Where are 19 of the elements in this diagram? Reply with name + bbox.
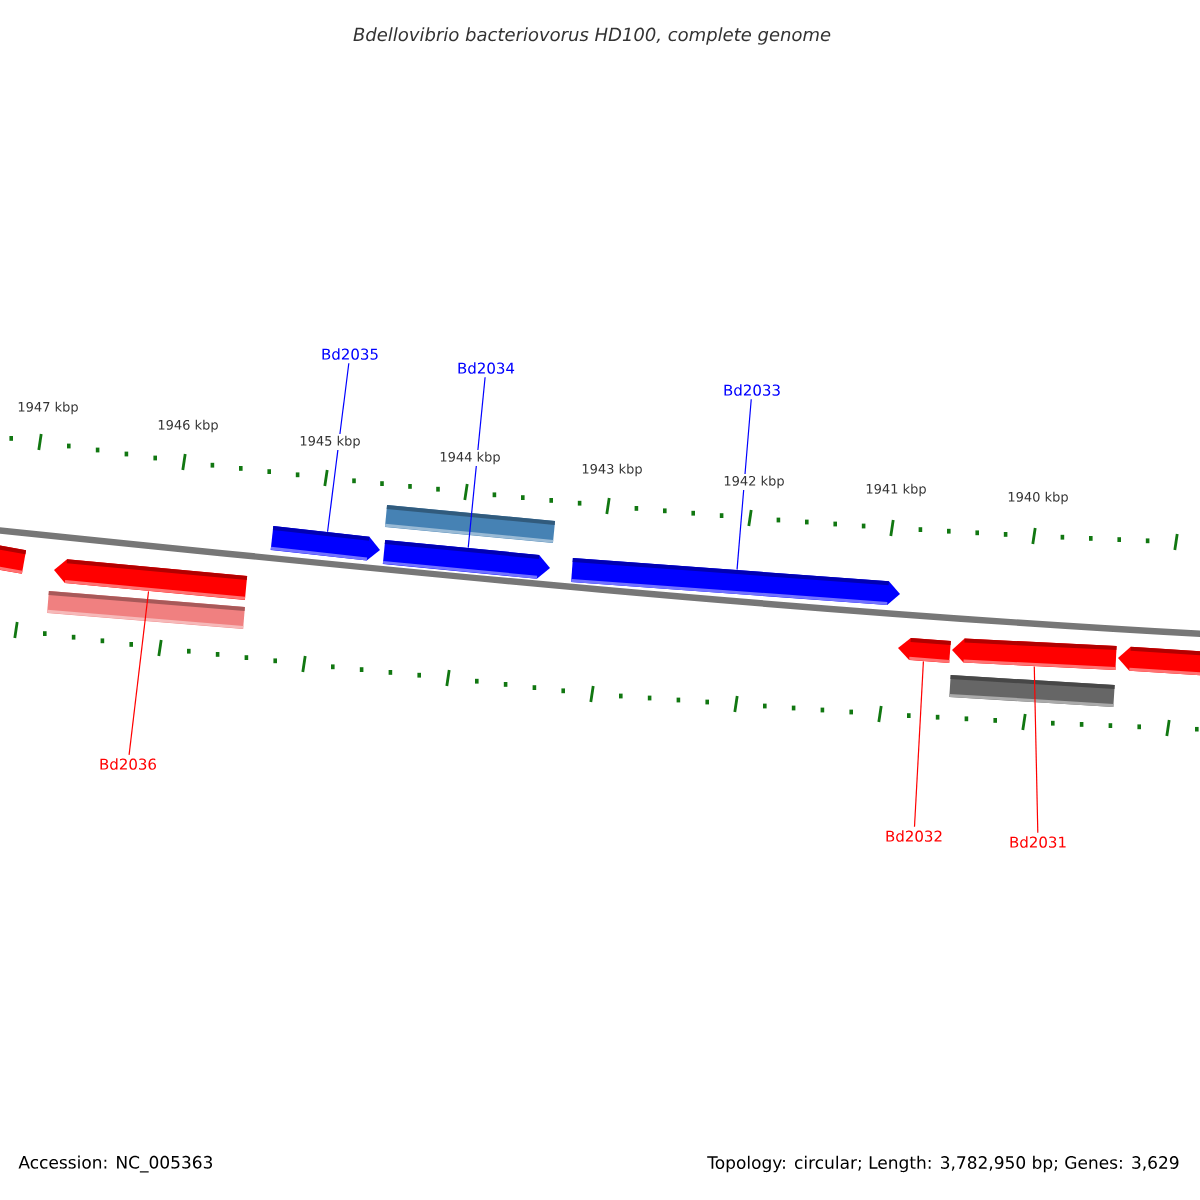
- feature-bar: [949, 675, 1115, 707]
- gene-block: [270, 526, 380, 561]
- leader-line: [326, 362, 350, 533]
- leader-line: [1033, 665, 1039, 834]
- leader-line: [913, 660, 924, 828]
- gene-block: [54, 559, 248, 600]
- gene-block: [898, 637, 951, 663]
- leader-line: [467, 376, 486, 549]
- gene-block: [382, 540, 550, 579]
- accession-text: Accession: NC_005363: [18, 1155, 212, 1173]
- feature-bar: [47, 591, 245, 629]
- title: Bdellovibrio bacteriovorus HD100, complete genome: [353, 27, 831, 45]
- leader-line: [128, 590, 150, 756]
- gene-block: [1118, 646, 1200, 676]
- leader-line: [736, 398, 752, 571]
- gene-block: [571, 558, 900, 606]
- feature-bar: [0, 544, 27, 574]
- feature-bar: [384, 505, 556, 543]
- genome-info-text: Topology: circular; Length: 3,782,950 bp; Genes: 3,629: [707, 1155, 1179, 1173]
